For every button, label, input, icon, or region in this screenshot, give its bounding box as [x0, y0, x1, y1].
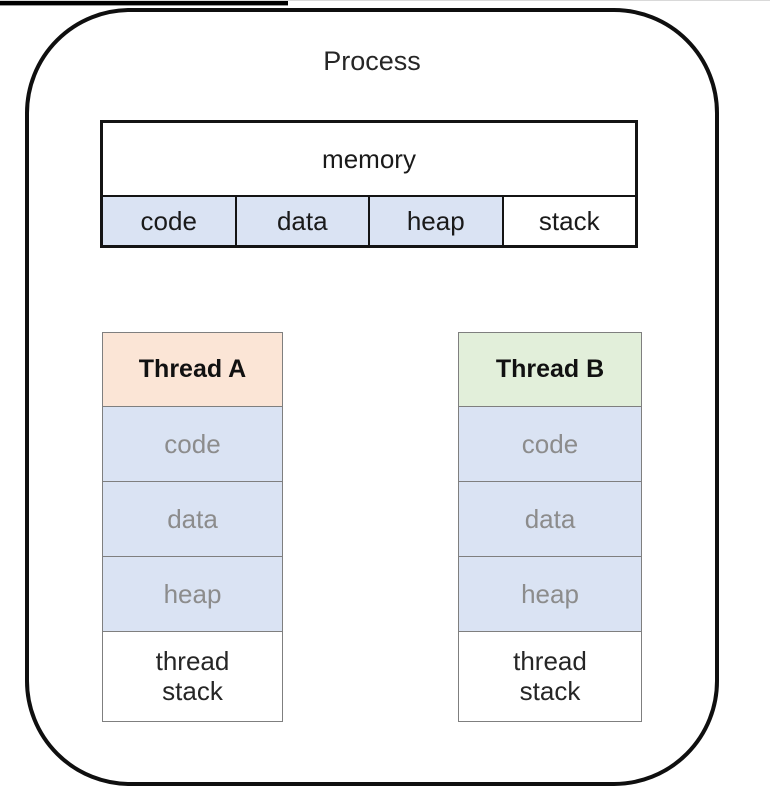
memory-segment-code: code: [103, 197, 237, 245]
thread-b-stack: thread stack: [459, 632, 641, 721]
thread-a-stack-line2: stack: [162, 675, 223, 706]
process-title: Process: [323, 46, 421, 76]
thread-a-stack-line1: thread: [155, 645, 230, 676]
thread-a-stack: thread stack: [103, 632, 282, 721]
top-left-bar: [0, 1, 288, 6]
thread-b-segment-heap: heap: [459, 557, 641, 632]
thread-b-segment-code: code: [459, 407, 641, 482]
thread-a-box: Thread A code data heap thread stack: [102, 332, 283, 722]
thread-a-segment-data: data: [103, 482, 282, 557]
thread-b-stack-line1: thread: [513, 645, 587, 676]
memory-segment-stack: stack: [503, 197, 635, 245]
thread-b-segment-data: data: [459, 482, 641, 557]
memory-segment-heap: heap: [370, 197, 504, 245]
thread-b-stack-line2: stack: [519, 675, 581, 706]
thread-a-header: Thread A: [103, 333, 282, 407]
thread-a-segment-code: code: [103, 407, 282, 482]
thread-b-header: Thread B: [459, 333, 641, 407]
top-edge-line: [0, 0, 770, 1]
thread-b-box: Thread B code data heap thread stack: [458, 332, 642, 722]
memory-box: memory code data heap stack: [100, 120, 638, 248]
memory-segment-data: data: [236, 197, 370, 245]
memory-segments: code data heap stack: [103, 197, 635, 245]
thread-a-segment-heap: heap: [103, 557, 282, 632]
memory-title: memory: [103, 123, 635, 197]
process-container: [25, 8, 719, 786]
